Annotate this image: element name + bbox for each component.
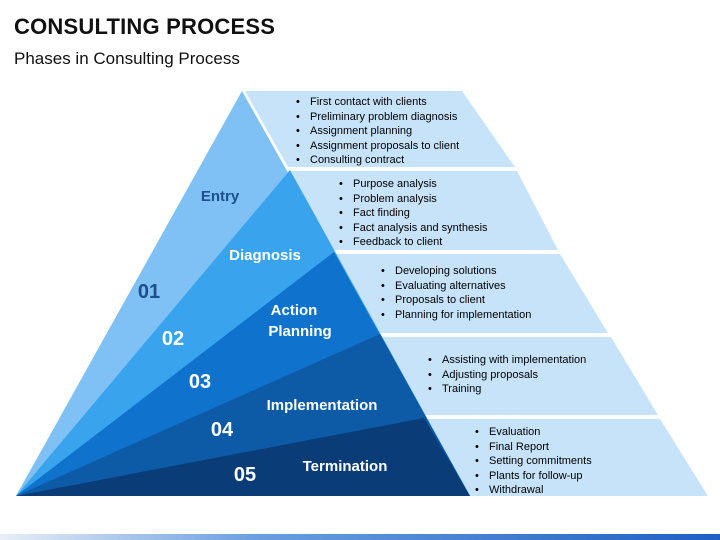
list-item: Developing solutions: [381, 264, 531, 279]
implementation-bullets: Assisting with implementation Adjusting …: [428, 353, 586, 397]
phase-name-planning: Planning: [268, 323, 331, 340]
list-item: Purpose analysis: [339, 177, 488, 192]
action-planning-bullets: Developing solutions Evaluating alternat…: [381, 264, 531, 322]
phase-name-action: Action: [271, 302, 318, 319]
list-item: Setting commitments: [475, 454, 592, 469]
diagnosis-bullets: Purpose analysis Problem analysis Fact f…: [339, 177, 488, 250]
phase-number-03: 03: [189, 371, 211, 393]
list-item: Final Report: [475, 440, 592, 455]
phase-number-02: 02: [162, 328, 184, 350]
list-item: Proposals to client: [381, 293, 531, 308]
list-item: Training: [428, 382, 586, 397]
termination-bullets: Evaluation Final Report Setting commitme…: [475, 425, 592, 498]
page-subtitle: Phases in Consulting Process: [14, 49, 240, 68]
entry-bullets: First contact with clients Preliminary p…: [296, 95, 459, 168]
list-item: Planning for implementation: [381, 308, 531, 323]
list-item: Adjusting proposals: [428, 368, 586, 383]
phase-name-termination: Termination: [303, 458, 388, 475]
list-item: First contact with clients: [296, 95, 459, 110]
list-item: Assisting with implementation: [428, 353, 586, 368]
list-item: Consulting contract: [296, 153, 459, 168]
band-termination: [16, 418, 470, 496]
list-item: Assignment proposals to client: [296, 139, 459, 154]
phase-number-01: 01: [138, 281, 160, 303]
list-item: Assignment planning: [296, 124, 459, 139]
list-item: Fact finding: [339, 206, 488, 221]
list-item: Preliminary problem diagnosis: [296, 110, 459, 125]
list-item: Withdrawal: [475, 483, 592, 498]
page-title: CONSULTING PROCESS: [14, 14, 276, 39]
phase-name-implementation: Implementation: [267, 397, 378, 414]
phase-number-04: 04: [211, 419, 234, 441]
list-item: Evaluation: [475, 425, 592, 440]
list-item: Evaluating alternatives: [381, 279, 531, 294]
list-item: Fact analysis and synthesis: [339, 221, 488, 236]
list-item: Plants for follow-up: [475, 469, 592, 484]
list-item: Problem analysis: [339, 192, 488, 207]
phase-name-entry: Entry: [201, 188, 240, 205]
phase-name-diagnosis: Diagnosis: [229, 247, 301, 264]
list-item: Feedback to client: [339, 235, 488, 250]
footer-accent-bar: [0, 534, 720, 540]
phase-number-05: 05: [234, 464, 256, 486]
